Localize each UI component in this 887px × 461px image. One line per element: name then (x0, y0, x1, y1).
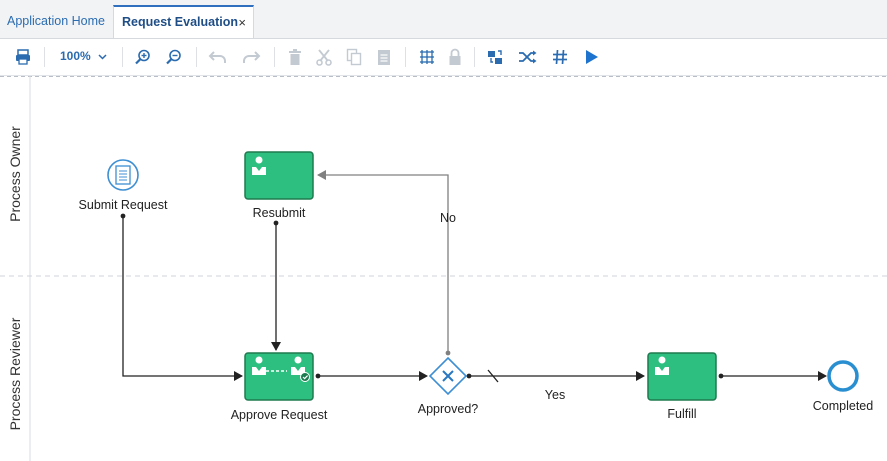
document-icon (115, 165, 131, 185)
separator (274, 47, 275, 67)
tab-request-evaluation-label: Request Evaluation (122, 15, 238, 29)
label-fulfill: Fulfill (667, 407, 697, 421)
delete-icon[interactable] (284, 47, 306, 67)
approval-task-icon (252, 356, 310, 382)
zoom-out-icon[interactable] (163, 47, 185, 67)
tab-application-home[interactable]: Application Home (7, 14, 105, 28)
flow-submit-to-approve[interactable] (120, 213, 243, 381)
flow-resubmit-to-approve[interactable] (271, 220, 281, 351)
label-approved: Approved? (417, 402, 479, 416)
zoom-level: 100% (60, 49, 91, 63)
user-task-icon (655, 356, 669, 375)
gateway-approved[interactable] (428, 356, 468, 396)
printer-icon[interactable] (12, 47, 34, 67)
cut-icon[interactable] (313, 47, 335, 67)
start-event-submit-request[interactable] (107, 159, 139, 191)
task-fulfill[interactable] (647, 352, 717, 401)
flow-label-yes: Yes (544, 388, 566, 402)
flow-no-to-resubmit[interactable] (317, 170, 451, 356)
separator (44, 47, 45, 67)
separator (474, 47, 475, 67)
chevron-down-icon (98, 54, 107, 60)
flow-yes-to-fulfill[interactable] (466, 369, 645, 383)
copy-icon[interactable] (343, 47, 365, 67)
end-event-completed[interactable] (827, 360, 859, 392)
lane-label-process-reviewer: Process Reviewer (7, 317, 23, 431)
label-submit-request: Submit Request (78, 198, 168, 212)
toolbar: 100% (0, 39, 887, 76)
separator (196, 47, 197, 67)
separator (122, 47, 123, 67)
hash-icon[interactable] (549, 47, 571, 67)
task-resubmit[interactable] (244, 151, 314, 200)
flow-fulfill-to-end[interactable] (718, 371, 827, 381)
label-approve-request: Approve Request (230, 408, 328, 422)
separator (405, 47, 406, 67)
label-completed: Completed (812, 399, 874, 413)
default-flow-marker (487, 369, 499, 383)
task-approve-request[interactable] (244, 352, 314, 401)
tab-bar: Application Home Request Evaluation × (0, 0, 887, 39)
tab-request-evaluation[interactable]: Request Evaluation × (113, 5, 254, 38)
flow-label-no: No (440, 211, 456, 225)
user-task-icon (252, 156, 266, 175)
diagram (0, 76, 887, 461)
play-icon[interactable] (580, 47, 602, 67)
process-canvas[interactable]: Process Owner Process Reviewer Submit Re… (0, 76, 887, 461)
lock-icon[interactable] (444, 47, 466, 67)
paste-icon[interactable] (373, 47, 395, 67)
zoom-dropdown[interactable]: 100% (60, 49, 107, 63)
label-resubmit: Resubmit (252, 206, 306, 220)
close-icon[interactable]: × (238, 15, 246, 30)
lane-label-process-owner: Process Owner (7, 126, 23, 222)
redo-icon[interactable] (240, 47, 262, 67)
shuffle-icon[interactable] (517, 47, 539, 67)
exclusive-gateway-icon (442, 370, 454, 382)
grid-icon[interactable] (416, 47, 438, 67)
zoom-in-icon[interactable] (132, 47, 154, 67)
undo-icon[interactable] (207, 47, 229, 67)
align-icon[interactable] (484, 47, 506, 67)
flow-approve-to-gateway[interactable] (315, 371, 428, 381)
